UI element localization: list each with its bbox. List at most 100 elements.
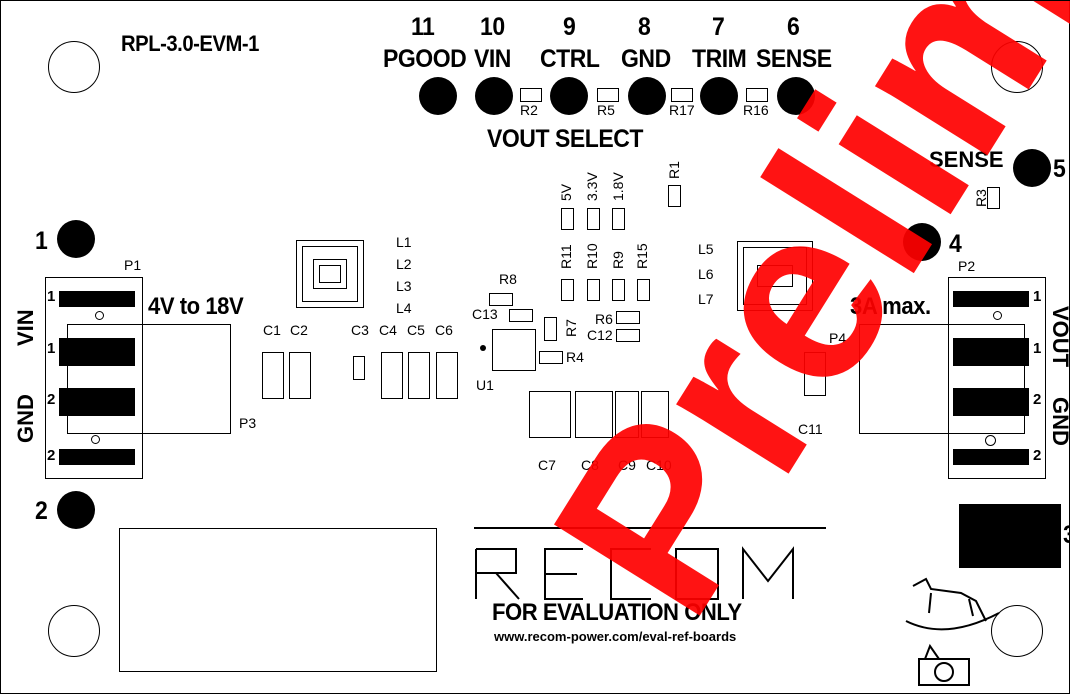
test-point-vin xyxy=(475,77,513,115)
pin-two-marker: 2 xyxy=(47,447,56,464)
vout-select-title: VOUT SELECT xyxy=(487,125,643,153)
label-c8: C8 xyxy=(581,457,599,473)
ic-u1-pin1-dot xyxy=(480,345,486,351)
side-pin-number-1: 1 xyxy=(35,227,48,255)
terminal-bar xyxy=(59,338,135,366)
mounting-hole-top-right xyxy=(991,41,1043,93)
side-pin-number-3: 3 xyxy=(1063,521,1070,550)
label-l3: L3 xyxy=(396,278,412,294)
label-r4: R4 xyxy=(566,349,584,365)
terminal-bar xyxy=(59,388,135,416)
label-c7: C7 xyxy=(538,457,556,473)
capacitor-pad-c7 xyxy=(529,391,571,438)
label-r8: R8 xyxy=(499,271,517,287)
terminal-bar xyxy=(953,388,1029,416)
label-r16: R16 xyxy=(743,102,769,118)
terminal-bar xyxy=(59,449,135,465)
board-name: RPL-3.0-EVM-1 xyxy=(121,31,259,56)
label-l2: L2 xyxy=(396,256,412,272)
label-l7: L7 xyxy=(698,291,714,307)
resistor-pad-r10-top xyxy=(587,208,600,230)
header-pin-number: 6 xyxy=(787,13,800,41)
resistor-pad-r7 xyxy=(544,317,557,341)
pin-one-marker: 1 xyxy=(1033,340,1042,357)
terminal-bar xyxy=(953,338,1029,366)
resistor-pad-r15 xyxy=(637,279,650,301)
resistor-pad-r1 xyxy=(668,185,681,207)
label-c5: C5 xyxy=(407,322,425,338)
output-max: 3A max. xyxy=(850,293,931,320)
label-c9: C9 xyxy=(618,457,636,473)
label-c6: C6 xyxy=(435,322,453,338)
label-r5: R5 xyxy=(597,102,615,118)
connector-hole xyxy=(985,435,996,446)
pin-two-marker: 2 xyxy=(1033,391,1042,408)
header-pin-name: CTRL xyxy=(540,45,600,73)
label-p4: P4 xyxy=(829,330,847,346)
sense-label: SENSE xyxy=(929,147,1004,172)
label-p2: P2 xyxy=(958,258,976,274)
mounting-hole-top-left xyxy=(48,41,100,93)
pin-one-marker: 1 xyxy=(1033,288,1042,305)
resistor-pad-r11-top xyxy=(561,208,574,230)
inductor-core-l7 xyxy=(757,265,793,287)
header-pin-number: 8 xyxy=(638,13,651,41)
terminal-bar xyxy=(953,291,1029,307)
test-pad-3 xyxy=(959,504,1061,568)
inductor-core-l4 xyxy=(319,265,341,283)
pin-two-marker: 2 xyxy=(1033,447,1042,464)
header-pin-name: SENSE xyxy=(756,45,832,73)
connector-hole xyxy=(91,435,100,444)
label-c11: C11 xyxy=(798,421,823,437)
capacitor-pad-c11 xyxy=(804,352,826,396)
test-point-trim xyxy=(700,77,738,115)
label-r2: R2 xyxy=(520,102,538,118)
pin-one-marker: 1 xyxy=(47,288,56,305)
eval-url: www.recom-power.com/eval-ref-boards xyxy=(494,629,737,644)
resistor-pad-r5 xyxy=(597,88,619,102)
capacitor-pad-c1 xyxy=(262,352,284,399)
capacitor-pad-c10 xyxy=(641,391,669,438)
connector-p4-outline xyxy=(859,324,1025,434)
side-pin-number-4: 4 xyxy=(949,230,962,258)
label-c4: C4 xyxy=(379,322,397,338)
connector-p2-outline xyxy=(948,277,1046,479)
resistor-pad-r6 xyxy=(616,311,640,324)
test-point-2 xyxy=(57,491,95,529)
label-area xyxy=(119,528,437,672)
test-point-4 xyxy=(903,223,941,261)
connector-hole xyxy=(95,311,104,320)
capacitor-pad-c13 xyxy=(509,309,533,322)
header-pin-name: GND xyxy=(621,45,671,73)
resistor-pad-r10 xyxy=(587,279,600,301)
label-c3: C3 xyxy=(351,322,369,338)
label-p3: P3 xyxy=(239,415,257,431)
label-u1: U1 xyxy=(476,377,494,393)
resistor-pad-r2 xyxy=(520,88,542,102)
capacitor-pad-c5 xyxy=(408,352,430,399)
side-pin-number-2: 2 xyxy=(35,497,48,525)
label-l4: L4 xyxy=(396,300,412,316)
label-l1: L1 xyxy=(396,234,412,250)
resistor-pad-r3 xyxy=(987,187,1000,209)
pin-two-marker: 2 xyxy=(47,391,56,408)
capacitor-pad-c2 xyxy=(289,352,311,399)
resistor-pad-r4 xyxy=(539,351,563,364)
capacitor-pad-c4 xyxy=(381,352,403,399)
resistor-pad-r16 xyxy=(746,88,768,102)
header-pin-number: 11 xyxy=(411,13,435,41)
resistor-pad-r9-top xyxy=(612,208,625,230)
test-point-5 xyxy=(1013,149,1051,187)
test-point-1 xyxy=(57,220,95,258)
label-p1: P1 xyxy=(124,257,142,273)
label-c13: C13 xyxy=(472,306,498,322)
header-pin-number: 10 xyxy=(480,13,505,41)
label-r6: R6 xyxy=(595,311,613,327)
connector-p1-outline xyxy=(45,277,143,479)
label-r17: R17 xyxy=(669,102,695,118)
header-pin-number: 7 xyxy=(712,13,725,41)
watermark-text: Preliminary xyxy=(499,1,1070,658)
